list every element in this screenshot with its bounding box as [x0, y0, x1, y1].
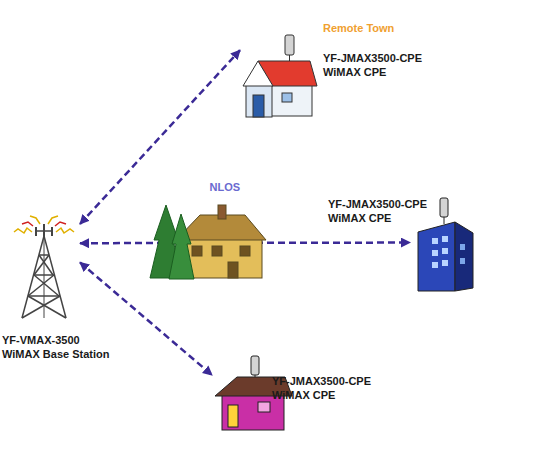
nlos-obstacle-house-part	[240, 246, 250, 256]
device-label: WiMAX CPE	[323, 66, 386, 79]
office-building-icon	[418, 198, 473, 291]
remote-house-icon-part	[253, 95, 264, 117]
tower-icon-part	[36, 230, 52, 232]
device-label: WiMAX CPE	[272, 389, 335, 402]
tower-icon	[14, 216, 74, 318]
tower-icon-part	[44, 236, 66, 318]
nlos-obstacle-house-part	[182, 236, 262, 278]
office-building-icon-part	[460, 258, 465, 264]
tower-icon-part	[28, 275, 54, 296]
pink-house-icon-part	[251, 356, 259, 375]
tower-icon-part	[34, 274, 54, 276]
wireless-link-arrow	[80, 50, 240, 224]
tower-icon-part	[28, 296, 66, 318]
tower-icon-part	[51, 227, 53, 236]
tower-icon-part	[35, 227, 37, 236]
tower-icon-part	[22, 236, 44, 318]
place-label: Remote Town	[323, 22, 394, 35]
tower-icon-part	[34, 255, 49, 275]
remote-house-icon-part	[246, 84, 272, 117]
cpe-house-node: YF-JMAX3500-CPEWiMAX CPE	[212, 354, 292, 432]
cpe-building-node: YF-JMAX3500-CPEWiMAX CPE	[410, 196, 476, 293]
nlos-obstacle-house-part	[212, 246, 222, 256]
device-label: WiMAX Base Station	[2, 348, 109, 361]
nlos-obstacle-house-part	[218, 205, 226, 219]
remote-house-icon-part	[243, 61, 273, 86]
office-building-icon-part	[442, 236, 448, 242]
remote-house-icon-part	[285, 35, 294, 55]
office-building-icon-part	[442, 248, 448, 254]
tower-icon-part	[22, 222, 33, 226]
office-building-icon-part	[418, 222, 455, 291]
link-label: NLOS	[210, 181, 241, 193]
office-building-icon-part	[442, 260, 448, 266]
office-building-icon-part	[455, 222, 473, 291]
pink-house-icon-part	[228, 405, 238, 427]
office-building-icon-part	[444, 217, 445, 224]
office-building-icon-part	[432, 250, 438, 256]
tower-icon-part	[48, 216, 58, 224]
office-building-icon-part	[432, 262, 438, 268]
device-label: YF-JMAX3500-CPE	[328, 198, 427, 211]
remote-house-icon	[243, 35, 317, 117]
tower-icon-part	[14, 228, 32, 233]
remote-house-icon-part	[282, 93, 292, 102]
tower-icon-part	[56, 228, 74, 233]
tower-icon-part	[34, 275, 59, 296]
tower-icon-part	[22, 296, 60, 318]
device-label: YF-JMAX3500-CPE	[323, 52, 422, 65]
nlos-obstacle-house-part	[192, 246, 202, 256]
nlos-obstacle-house	[150, 205, 266, 279]
nlos-obstacle-house-part	[228, 262, 238, 278]
cpe-house-node: Remote TownYF-JMAX3500-CPEWiMAX CPE	[240, 33, 318, 119]
device-label: WiMAX CPE	[328, 212, 391, 225]
base-station-node: YF-VMAX-3500WiMAX Base Station	[8, 224, 80, 320]
pink-house-icon-part	[258, 402, 270, 412]
device-label: YF-VMAX-3500	[2, 334, 80, 347]
device-label: YF-JMAX3500-CPE	[272, 375, 371, 388]
office-building-icon-part	[432, 238, 438, 244]
office-building-icon-part	[460, 244, 465, 250]
tower-icon-part	[55, 222, 66, 226]
office-building-icon-part	[440, 198, 448, 217]
nlos-obstacle-house-part	[169, 214, 194, 279]
tower-icon-part	[28, 295, 60, 297]
tower-icon-part	[39, 254, 49, 256]
tower-icon-part	[30, 216, 40, 224]
